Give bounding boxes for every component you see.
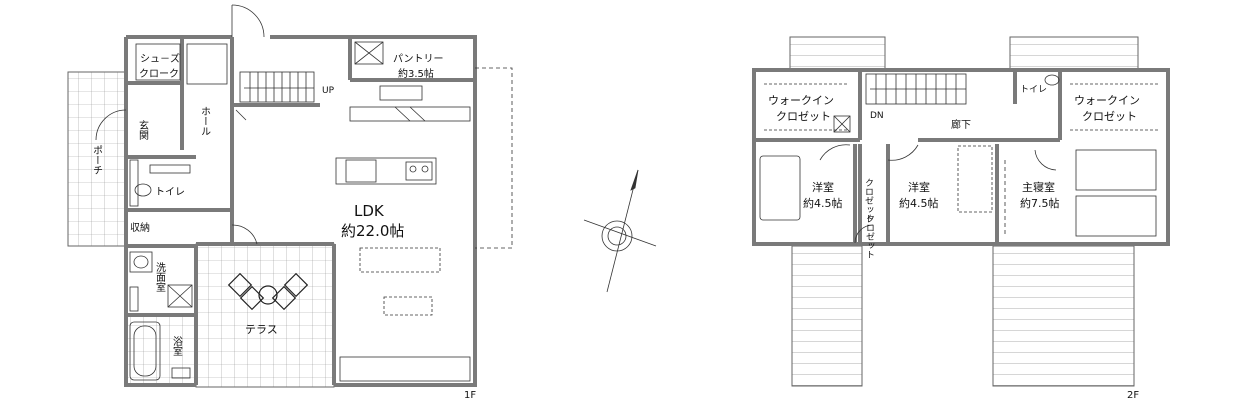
label-shoes-1: シュ－ズ [140, 52, 180, 65]
second-floor: ウォークイン クロゼット DN トイレ ウォークイン クロゼット 廊下 洋室 約… [752, 36, 1170, 400]
roof-bottom-right [992, 245, 1135, 387]
label-yoshitsu1-2: 約4.5帖 [803, 196, 843, 210]
label-pantry-2: 約3.5帖 [398, 67, 434, 80]
fixtures-2f [759, 73, 1160, 244]
label-yoshitsu2-2: 約4.5帖 [899, 196, 939, 210]
label-ldk-2: 約22.0帖 [341, 222, 404, 240]
first-floor: シュ－ズ クローク パントリー 約3.5帖 UP 玄関 ホール ポーチ トイレ … [67, 4, 513, 400]
label-washroom: 洗面室 [154, 262, 166, 292]
label-yoshitsu1-1: 洋室 [812, 180, 834, 194]
floor-label-2f: 2F [1127, 390, 1139, 400]
label-ldk-1: LDK [354, 202, 385, 220]
label-hall: ホール [199, 106, 211, 136]
label-bath: 浴室 [171, 336, 183, 356]
label-toilet-2f: トイレ [1020, 85, 1047, 95]
terrace-area [195, 243, 335, 388]
label-master-2: 約7.5帖 [1020, 196, 1060, 210]
roof-top-left [789, 36, 886, 71]
label-closet-a: クロゼット [863, 178, 874, 223]
floor-label-1f: 1F [464, 390, 476, 400]
roof-bottom-left [791, 245, 863, 387]
label-yoshitsu2-1: 洋室 [908, 180, 930, 194]
walls-1f [124, 35, 477, 387]
compass-icon [583, 169, 657, 293]
label-wic1-2: クロゼット [776, 110, 831, 123]
bath-tile [126, 315, 196, 385]
label-entrance: 玄関 [137, 119, 149, 141]
walls-2f [752, 68, 1170, 246]
label-up: UP [322, 86, 335, 96]
label-pantry-1: パントリー [393, 53, 444, 65]
label-wic2-1: ウォークイン [1074, 94, 1140, 107]
fixtures-1f [95, 4, 513, 382]
label-toilet-1f: トイレ [155, 187, 185, 198]
label-master-1: 主寝室 [1022, 180, 1055, 194]
roof-top-right [1009, 36, 1139, 71]
porch-area [67, 71, 127, 247]
label-porch: ポーチ [91, 145, 103, 175]
label-terrace: テラス [245, 323, 278, 336]
label-wic1-1: ウォークイン [768, 94, 834, 107]
label-closet-b: クロゼット [864, 214, 875, 259]
label-shoes-2: クローク [139, 68, 179, 80]
label-wic2-2: クロゼット [1082, 110, 1137, 123]
label-corridor: 廊下 [951, 118, 971, 131]
label-storage: 収納 [130, 221, 150, 234]
label-dn: DN [870, 111, 884, 121]
